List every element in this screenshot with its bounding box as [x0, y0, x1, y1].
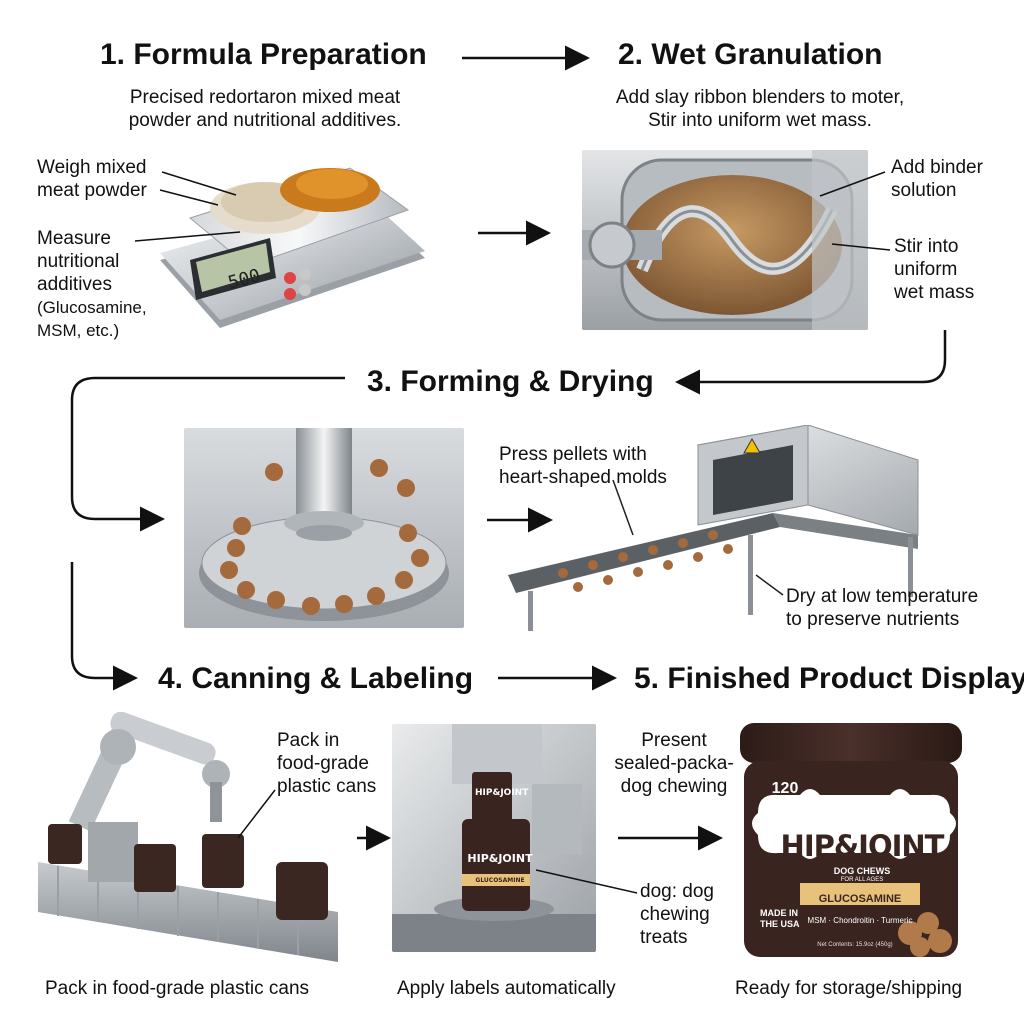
dog-label-line: treats: [640, 927, 688, 948]
jar-net-content: Net Contents: 15.9oz (450g): [817, 942, 893, 948]
measure-label-line: nutritional: [37, 251, 120, 272]
press-label: Press pellets with heart-shaped molds: [499, 443, 667, 489]
arrow-to-press: [70, 376, 345, 532]
jar-origin-line: THE USA: [760, 919, 800, 929]
arrow-to-step4: [70, 562, 138, 691]
jar-count-number: 120: [771, 780, 799, 797]
jar-ingredients: MSM · Chondroitin · Turmeric: [807, 916, 913, 925]
jar-subtitle-small: FOR ALL AGES: [840, 877, 884, 883]
binder-label: Add binder solution: [891, 156, 983, 202]
pointer-dog: [535, 869, 638, 894]
jar-brand: HIP&JOINT: [780, 829, 945, 863]
measure-label-line: MSM, etc.): [37, 321, 120, 340]
measure-label-line: (Glucosamine,: [37, 298, 147, 317]
mini-label-brand: HIP&JOINT: [467, 852, 533, 865]
mini-label-band: GLUCOSAMINE: [475, 877, 525, 884]
caption-pack: Pack in food-grade plastic cans: [45, 978, 310, 999]
pointer-weigh-2: [159, 189, 219, 206]
measure-label: Measure nutritional additives (Glucosami…: [37, 227, 147, 342]
pellet-press-icon: [184, 428, 464, 628]
stir-label-line: Stir into: [894, 236, 959, 257]
present-label-line: sealed-packa-: [614, 753, 734, 774]
stir-label-line: wet mass: [894, 282, 975, 303]
caption-ready: Ready for storage/shipping: [735, 978, 963, 999]
press-label-line: heart-shaped molds: [499, 467, 667, 488]
step2-description: Add slay ribbon blenders to moter, Stir …: [570, 86, 950, 132]
jar-subtitle: DOG CHEWS: [833, 866, 891, 876]
step2-desc-line: Stir into uniform wet mass.: [648, 110, 872, 131]
pointer-measure: [134, 231, 241, 242]
step3-title: 3. Forming & Drying: [367, 365, 654, 398]
step1-title: 1. Formula Preparation: [100, 38, 427, 71]
mini-label-top-brand: HIP&JOINT: [475, 788, 529, 798]
step2-desc-line: Add slay ribbon blenders to moter,: [615, 87, 905, 108]
pointer-pack: [237, 789, 276, 839]
stir-label-line: uniform: [894, 259, 958, 280]
dry-label-line: Dry at low temperature: [786, 586, 979, 607]
binder-label-line: Add binder: [891, 157, 983, 178]
robot-arm-icon: [38, 712, 358, 970]
step5-title: 5. Finished Product Display: [634, 662, 1024, 695]
weigh-label: Weigh mixed meat powder: [37, 156, 147, 202]
scale-icon: [150, 148, 430, 338]
measure-label-line: additives: [37, 274, 112, 295]
pack-label-line: Pack in: [277, 730, 340, 751]
jar-ingredient-band: GLUCOSAMINE: [818, 893, 902, 905]
jar-origin: MADE IN THE USA: [760, 908, 800, 930]
measure-label-line: Measure: [37, 228, 111, 249]
pointer-stir: [831, 243, 891, 251]
caption-label: Apply labels automatically: [397, 978, 616, 999]
present-label: Present sealed-packa- dog chewing: [604, 729, 744, 798]
step1-desc-line: Precised redortaron mixed meat: [129, 87, 401, 108]
step1-description: Precised redortaron mixed meat powder an…: [90, 86, 440, 132]
arrow-2-to-3: [675, 330, 947, 395]
dry-label-line: to preserve nutrients: [786, 609, 960, 630]
weigh-label-line: meat powder: [37, 180, 147, 201]
pointer-binder: [819, 171, 886, 197]
pack-label: Pack in food-grade plastic cans: [277, 729, 376, 798]
present-label-line: Present: [641, 730, 707, 751]
pointer-weigh: [161, 171, 237, 196]
product-jar-icon: [740, 723, 964, 959]
dog-label-line: chewing: [640, 904, 710, 925]
binder-label-line: solution: [891, 180, 957, 201]
step2-title: 2. Wet Granulation: [618, 38, 883, 71]
stir-label: Stir into uniform wet mass: [894, 235, 974, 304]
drying-tunnel-icon: [508, 425, 948, 635]
step4-title: 4. Canning & Labeling: [158, 662, 474, 695]
press-label-line: Press pellets with: [499, 444, 647, 465]
dog-label-line: dog: dog: [640, 881, 714, 902]
warning-icon: [743, 437, 761, 454]
ribbon-blender-icon: [582, 150, 868, 330]
dog-treats-label: dog: dog chewing treats: [640, 880, 714, 949]
present-label-line: dog chewing: [620, 776, 728, 797]
weigh-label-line: Weigh mixed: [37, 157, 147, 178]
jar-count-unit: CHEWS: [770, 799, 800, 808]
pack-label-line: plastic cans: [277, 776, 377, 797]
step1-desc-line: powder and nutritional additives.: [128, 110, 402, 131]
pack-label-line: food-grade: [277, 753, 369, 774]
dry-label: Dry at low temperature to preserve nutri…: [786, 585, 978, 631]
labeling-machine-icon: [392, 724, 596, 952]
jar-origin-line: MADE IN: [760, 908, 798, 918]
